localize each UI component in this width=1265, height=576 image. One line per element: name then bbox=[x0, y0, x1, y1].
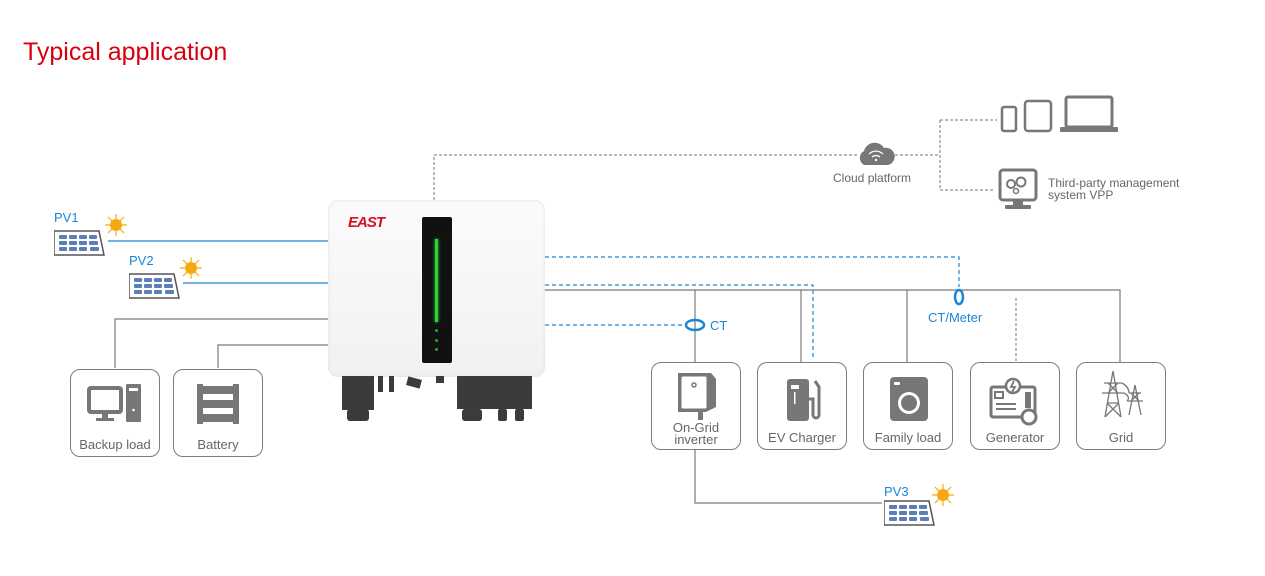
cloud-platform-label: Cloud platform bbox=[833, 171, 912, 185]
cable-gland bbox=[347, 409, 369, 421]
ev-charger-icon bbox=[787, 379, 821, 421]
ev-charger-box: EV Charger bbox=[757, 362, 847, 450]
ev-charger-label: EV Charger bbox=[768, 430, 836, 445]
pv2-label: PV2 bbox=[129, 253, 154, 268]
backup-line bbox=[114, 318, 328, 368]
pv3-label: PV3 bbox=[884, 484, 909, 499]
status-led bbox=[435, 329, 438, 332]
grid-box: Grid bbox=[1076, 362, 1166, 450]
ct-meter-line bbox=[545, 256, 960, 287]
on-grid-inverter-box: On-Grid inverter bbox=[651, 362, 741, 450]
vpp-line bbox=[939, 120, 993, 191]
battery-box: Battery bbox=[173, 369, 263, 457]
battery-label: Battery bbox=[197, 437, 239, 452]
connector-block bbox=[457, 376, 532, 409]
on-grid-inverter-label: On-Grid inverter bbox=[672, 420, 720, 447]
pv3-line bbox=[694, 450, 882, 504]
user-devices-icon bbox=[1000, 95, 1118, 133]
cable-gland bbox=[462, 409, 482, 421]
comm-lines bbox=[433, 119, 1017, 372]
washing-machine-icon bbox=[890, 377, 928, 421]
status-led bbox=[435, 339, 438, 342]
phone-icon bbox=[1000, 105, 1018, 133]
backup-load-box: Backup load bbox=[70, 369, 160, 457]
pv-connector bbox=[389, 376, 394, 392]
battery-icon bbox=[197, 384, 239, 424]
family-load-box: Family load bbox=[863, 362, 953, 450]
ct-meter-ring bbox=[953, 288, 965, 306]
family-load-label: Family load bbox=[874, 430, 942, 445]
connector-block bbox=[342, 376, 374, 410]
ct-meter-label: CT/Meter bbox=[928, 310, 983, 325]
third-party-vpp-label: Third-party management system VPP bbox=[1048, 176, 1180, 202]
brand-logo: EAST bbox=[348, 214, 385, 231]
pv1-label: PV1 bbox=[54, 210, 79, 225]
power-tower-icon bbox=[1102, 370, 1143, 418]
battery-line bbox=[217, 344, 328, 368]
backup-load-label: Backup load bbox=[79, 437, 151, 452]
inverter-cloud-line bbox=[433, 154, 857, 200]
status-led-bar bbox=[435, 239, 438, 322]
generator-icon bbox=[989, 377, 1038, 426]
ct-label: CT bbox=[710, 318, 728, 333]
port bbox=[436, 376, 444, 383]
pv-connector bbox=[378, 376, 383, 392]
grid-label: Grid bbox=[1108, 430, 1134, 445]
computer-icon bbox=[87, 384, 141, 422]
solar-panel-icon bbox=[129, 257, 202, 299]
hybrid-inverter: EAST bbox=[328, 200, 545, 377]
cable-gland bbox=[515, 409, 524, 421]
laptop-icon bbox=[1064, 95, 1114, 129]
ac-bus-line bbox=[545, 289, 1121, 362]
page-title: Typical application bbox=[23, 38, 228, 66]
generator-label: Generator bbox=[985, 430, 1045, 445]
led-display-panel bbox=[422, 217, 452, 363]
tablet-icon bbox=[1023, 99, 1053, 133]
inverter-icon bbox=[678, 373, 716, 420]
cloud-icon bbox=[859, 142, 895, 165]
ev-charger-comm-line bbox=[545, 284, 814, 360]
generator-box: Generator bbox=[970, 362, 1060, 450]
monitor-gears-icon bbox=[998, 168, 1038, 209]
cable-gland bbox=[498, 409, 507, 421]
status-led bbox=[435, 348, 438, 351]
solar-panel-icon bbox=[54, 214, 127, 256]
solar-panel-icon bbox=[884, 484, 954, 526]
ct-ring bbox=[684, 318, 706, 332]
